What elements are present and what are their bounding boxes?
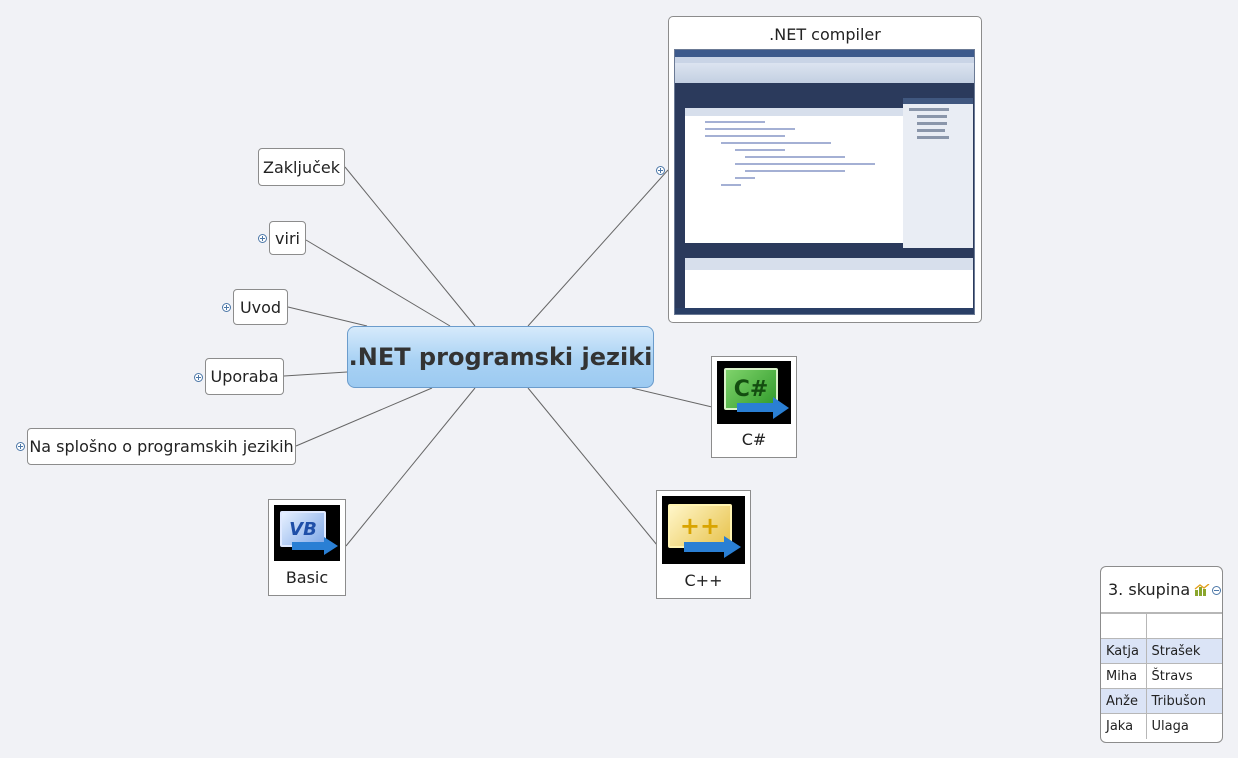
central-topic[interactable]: .NET programski jeziki (347, 326, 654, 388)
member-last (1146, 614, 1222, 639)
topic-label: Na splošno o programskih jezikih (29, 437, 293, 456)
compiler-caption: .NET compiler (669, 25, 981, 44)
group-title-label: 3. skupina (1108, 580, 1190, 599)
topic-label: Uporaba (211, 367, 279, 386)
connector-cpp (528, 388, 657, 545)
chart-icon (1194, 584, 1210, 596)
expand-uvod-icon[interactable] (222, 303, 231, 312)
member-last: Strašek (1146, 639, 1222, 664)
connector-uporaba (284, 372, 347, 376)
topic-splosno[interactable]: Na splošno o programskih jezikih (27, 428, 296, 465)
member-first: Jaka (1101, 714, 1146, 739)
expand-compiler-icon[interactable] (656, 166, 665, 175)
group-table: 3. skupina Katja Strašek Miha Štravs Anž… (1100, 566, 1223, 743)
member-first: Katja (1101, 639, 1146, 664)
topic-zakljucek[interactable]: Zaključek (258, 148, 345, 186)
connector-basic (346, 388, 475, 546)
connector-splosno (296, 388, 432, 446)
group-members-table: Katja Strašek Miha Štravs Anže Tribušon … (1101, 613, 1222, 739)
member-last: Tribušon (1146, 689, 1222, 714)
topic-uvod[interactable]: Uvod (233, 289, 288, 325)
collapse-group-icon[interactable] (1212, 586, 1221, 595)
member-first: Anže (1101, 689, 1146, 714)
table-row: Miha Štravs (1101, 664, 1222, 689)
member-last: Štravs (1146, 664, 1222, 689)
expand-viri-icon[interactable] (258, 234, 267, 243)
topic-label: Zaključek (263, 158, 340, 177)
csharp-logo-icon: C# (717, 361, 791, 424)
central-topic-label: .NET programski jeziki (349, 343, 653, 371)
table-row: Katja Strašek (1101, 639, 1222, 664)
table-row (1101, 614, 1222, 639)
connector-compiler (528, 170, 668, 326)
visual-studio-screenshot (674, 49, 975, 315)
cpp-caption: C++ (657, 571, 750, 590)
expand-uporaba-icon[interactable] (194, 373, 203, 382)
connector-csharp (632, 388, 712, 407)
basic-caption: Basic (269, 568, 345, 587)
topic-label: viri (275, 229, 300, 248)
topic-uporaba[interactable]: Uporaba (205, 358, 284, 395)
topic-viri[interactable]: viri (269, 221, 306, 255)
group-title: 3. skupina (1101, 567, 1222, 613)
expand-splosno-icon[interactable] (16, 442, 25, 451)
topic-label: Uvod (240, 298, 281, 317)
member-first: Miha (1101, 664, 1146, 689)
connector-viri (306, 240, 450, 326)
vb-logo-icon: VB (274, 505, 340, 561)
connector-uvod (288, 307, 367, 326)
member-last: Ulaga (1146, 714, 1222, 739)
csharp-caption: C# (712, 430, 796, 449)
table-row: Jaka Ulaga (1101, 714, 1222, 739)
member-first (1101, 614, 1146, 639)
table-row: Anže Tribušon (1101, 689, 1222, 714)
cpp-logo-icon: ++ (662, 496, 745, 564)
